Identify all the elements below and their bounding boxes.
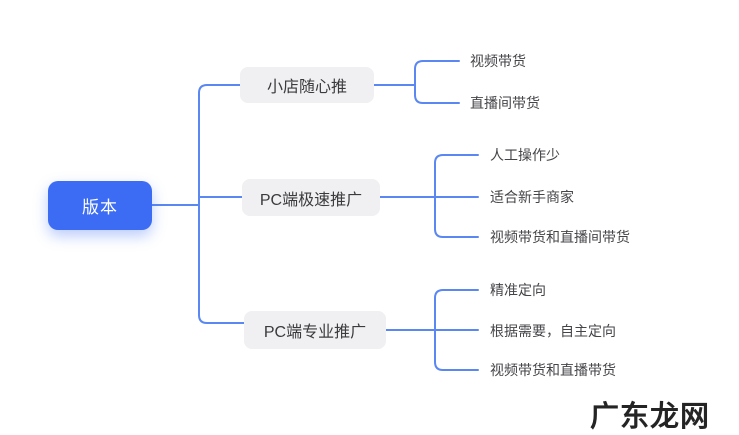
- branch-node-store-promo: 小店随心推: [240, 67, 374, 103]
- root-node-label: 版本: [82, 198, 118, 217]
- leaf-item: 视频带货和直播带货: [490, 362, 616, 378]
- leaf-item: 适合新手商家: [490, 189, 574, 205]
- connector-branch3-fork: [434, 289, 479, 371]
- connector-branch2-fork: [434, 154, 479, 238]
- connector-trunk: [198, 84, 245, 324]
- branch-node-label: PC端专业推广: [263, 324, 367, 341]
- leaf-item: 直播间带货: [470, 95, 540, 111]
- branch-node-pc-express: PC端极速推广: [242, 179, 380, 216]
- leaf-item: 视频带货和直播间带货: [490, 229, 630, 245]
- branch-node-label: PC端极速推广: [259, 191, 363, 209]
- root-node-version: 版本: [48, 181, 152, 230]
- leaf-item: 根据需要，自主定向: [490, 323, 616, 339]
- connector-branch1-fork: [414, 60, 460, 104]
- branch-node-label: 小店随心推: [266, 79, 347, 96]
- site-watermark: 广东龙网: [590, 401, 711, 433]
- leaf-item: 人工操作少: [490, 147, 560, 163]
- leaf-item: 精准定向: [490, 282, 546, 298]
- leaf-item: 视频带货: [470, 53, 526, 69]
- branch-node-pc-professional: PC端专业推广: [244, 311, 386, 349]
